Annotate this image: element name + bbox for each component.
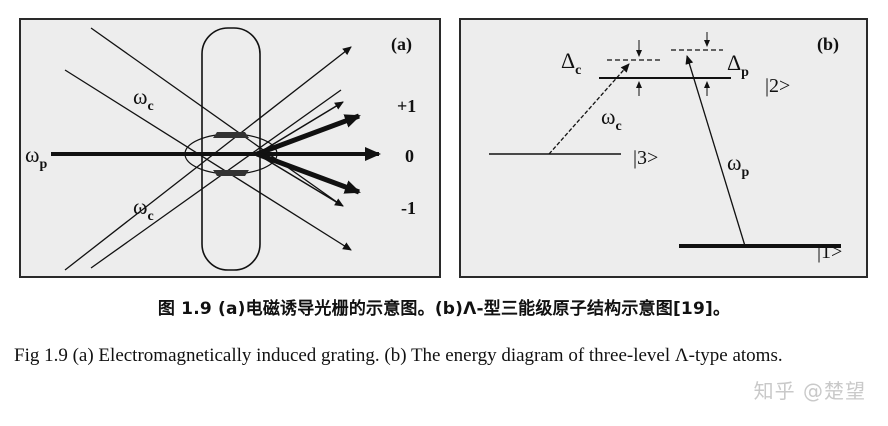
level-2-label: |2>: [765, 75, 790, 97]
omega-p-label: ωp: [727, 150, 749, 180]
diffracted-beam-minus-1-thin: [256, 153, 344, 207]
order-plus-1-label: +1: [397, 96, 416, 116]
figure-panel-b: (b) Δc Δp |2> |3> |1> ωc ωp: [459, 18, 868, 278]
chinese-figure-caption: 图 1.9 (a)电磁诱导光栅的示意图。(b)Λ-型三能级原子结构示意图[19]…: [157, 299, 731, 319]
omega-p-label: ωp: [25, 142, 47, 172]
panel-b-tag: (b): [817, 34, 839, 55]
omega-c-label: ωc: [601, 104, 622, 134]
coupling-beam-upper: [64, 46, 352, 271]
panel-b-diagram: (b) Δc Δp |2> |3> |1> ωc ωp: [489, 32, 842, 263]
diffracted-beam-minus-1: [256, 151, 361, 195]
order-0-label: 0: [405, 146, 414, 166]
delta-p-label: Δp: [727, 50, 749, 80]
coupling-beam-lower: [64, 69, 352, 251]
watermark: 知乎 @楚望: [753, 379, 866, 403]
grating-stripe-top: [213, 132, 249, 138]
coupling-beam-lower-2: [90, 89, 342, 269]
level-3-label: |3>: [633, 147, 658, 169]
panel-a-diagram: (a) ωc ωc ωp +1 0 -1: [25, 27, 416, 271]
figure-panel-a: (a) ωc ωc ωp +1 0 -1: [19, 18, 441, 278]
english-figure-caption: Fig 1.9 (a) Electromagnetically induced …: [14, 345, 783, 366]
omega-c-bottom-label: ωc: [133, 194, 154, 224]
grating-stripe-bottom: [213, 170, 249, 176]
coupling-transition-arrow: [548, 63, 630, 155]
panel-a-tag: (a): [391, 34, 412, 55]
omega-c-top-label: ωc: [133, 84, 154, 114]
level-1-label: |1>: [817, 241, 842, 263]
diffracted-beam-plus-1: [256, 113, 361, 157]
diffracted-beam-plus-1-thin: [256, 101, 344, 155]
probe-transition-arrow: [685, 55, 746, 247]
atomic-medium-cell: [201, 27, 261, 271]
coupling-beam-upper-2: [90, 27, 342, 206]
delta-c-label: Δc: [561, 48, 581, 78]
order-minus-1-label: -1: [401, 198, 416, 218]
